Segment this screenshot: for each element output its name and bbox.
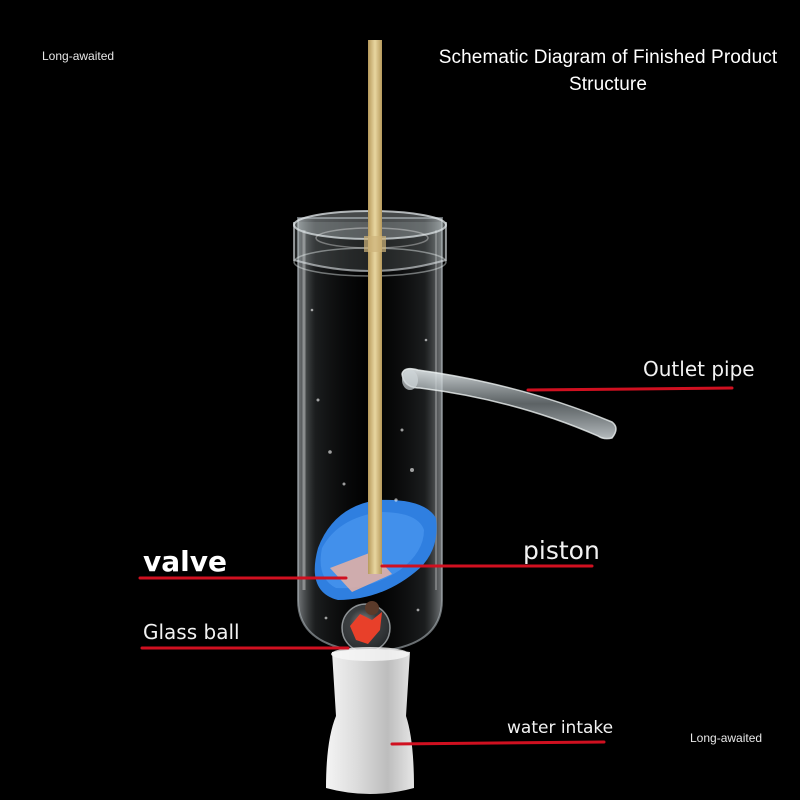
- diagram-title-line2: Structure: [569, 74, 647, 95]
- watermark-top-left: Long-awaited: [42, 49, 115, 63]
- label-water-intake: water intake: [507, 718, 614, 738]
- outlet-pipe: [401, 367, 617, 440]
- water-bubbles: [310, 308, 428, 620]
- label-valve: valve: [143, 545, 227, 578]
- wooden-rod: [364, 40, 386, 574]
- diagram-title: Schematic Diagram of Finished Product St…: [432, 44, 784, 98]
- label-outlet-pipe: Outlet pipe: [643, 357, 755, 381]
- label-glass-ball: Glass ball: [143, 620, 240, 644]
- intake-nozzle: [326, 647, 414, 794]
- diagram-title-line1: Schematic Diagram of Finished Product: [438, 47, 778, 68]
- label-piston: piston: [523, 536, 600, 565]
- leader-outlet-pipe: [526, 386, 734, 392]
- leader-lines: [138, 386, 734, 746]
- glass-ball: [341, 601, 391, 653]
- watermark-bottom-right: Long-awaited: [690, 731, 763, 745]
- leader-water-intake: [390, 740, 606, 746]
